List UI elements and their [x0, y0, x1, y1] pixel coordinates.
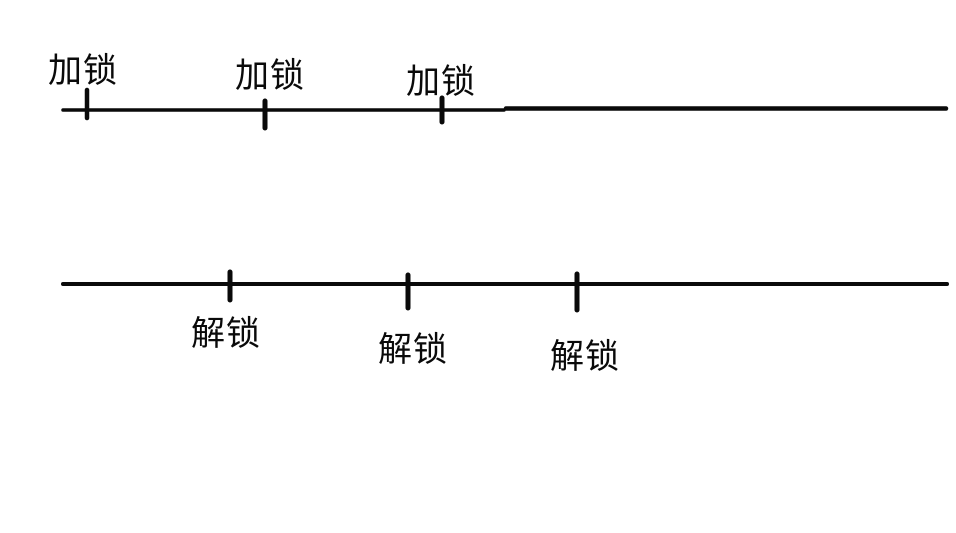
lock-label-2: 加锁 [235, 57, 305, 95]
unlock-label-3: 解锁 [550, 338, 620, 376]
lock-label-3: 加锁 [406, 63, 476, 101]
unlock-label-2: 解锁 [378, 331, 448, 369]
lock-label-1: 加锁 [48, 52, 118, 90]
unlock-label-1: 解锁 [191, 315, 261, 353]
